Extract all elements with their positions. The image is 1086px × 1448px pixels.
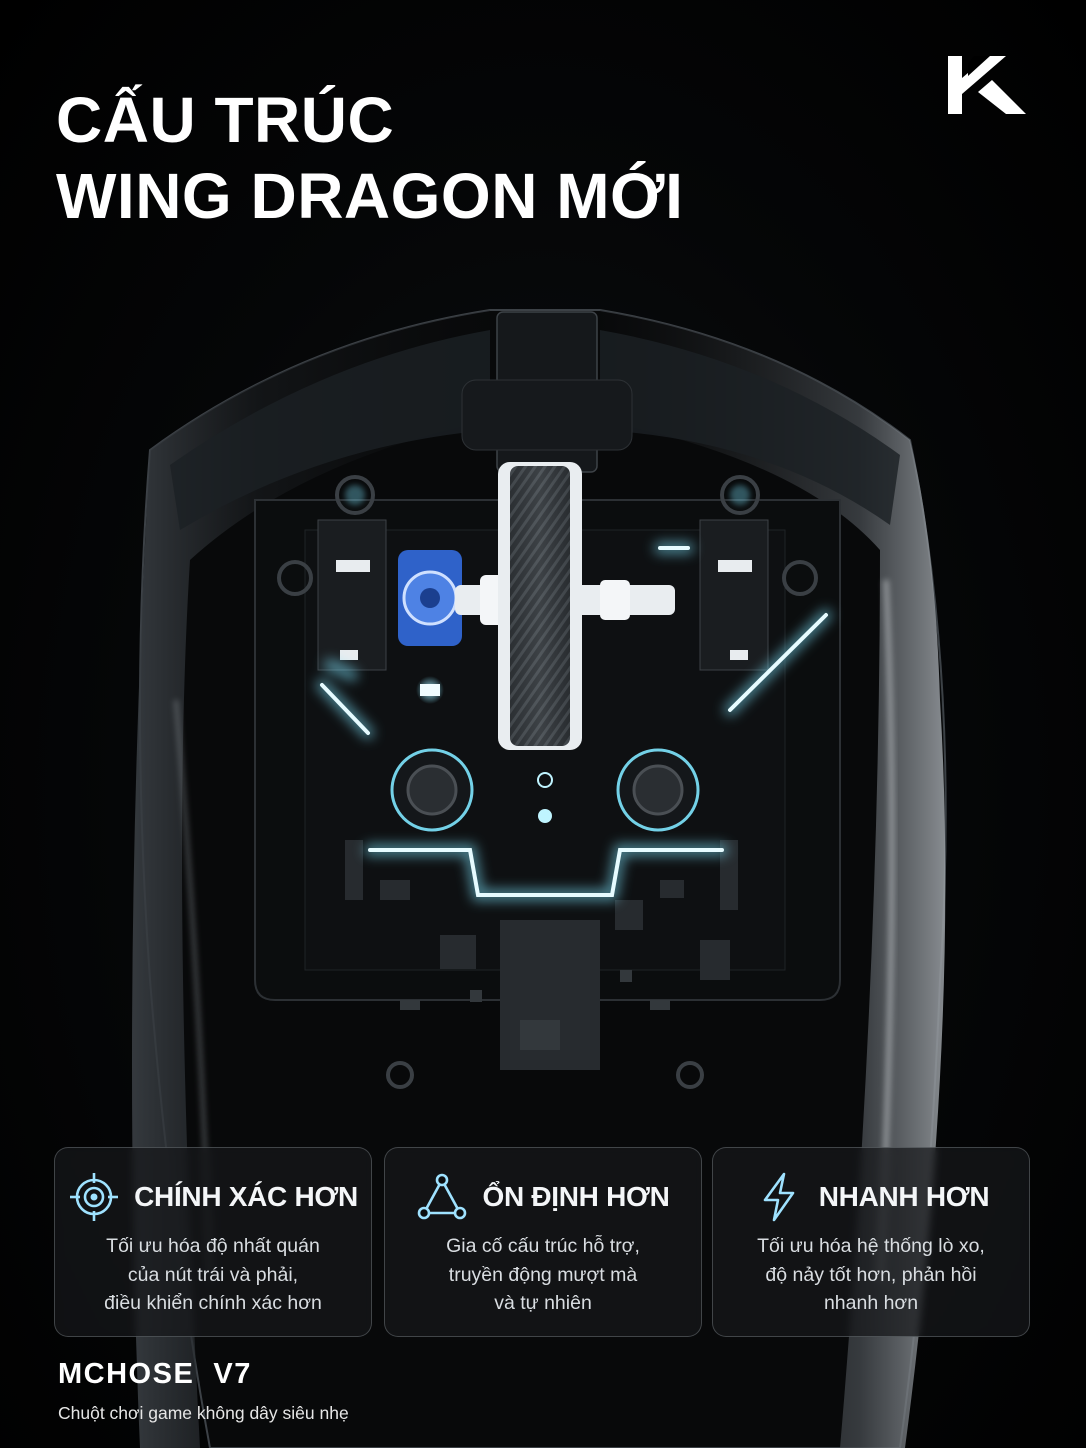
feature-title: CHÍNH XÁC HƠN	[134, 1181, 358, 1212]
feature-description: Tối ưu hóa hệ thống lò xo, độ nảy tốt hơ…	[725, 1232, 1017, 1318]
feature-desc-line: và tự nhiên	[494, 1292, 592, 1314]
feature-desc-line: Gia cố cấu trúc hỗ trợ,	[446, 1235, 640, 1257]
product-name: MCHOSE V7	[58, 1358, 252, 1390]
lightning-bolt-icon	[763, 1172, 795, 1222]
feature-desc-line: độ nảy tốt hơn, phản hồi	[765, 1263, 977, 1286]
feature-desc-line: Tối ưu hóa hệ thống lò xo,	[757, 1235, 985, 1257]
product-tagline: Chuột chơi game không dây siêu nhẹ	[58, 1403, 349, 1423]
feature-card-speed: NHANH HƠN Tối ưu hóa hệ thống lò xo, độ …	[712, 1147, 1030, 1337]
target-crosshair-icon	[70, 1173, 119, 1221]
triangle-nodes-icon	[418, 1173, 467, 1220]
feature-card-precision: CHÍNH XÁC HƠN Tối ưu hóa độ nhất quán củ…	[54, 1147, 372, 1337]
brand-k-logo-icon	[948, 56, 1026, 114]
feature-card-stability: ỔN ĐỊNH HƠN Gia cố cấu trúc hỗ trợ, truy…	[384, 1147, 702, 1337]
feature-desc-line: truyền động mượt mà	[448, 1263, 638, 1286]
feature-desc-line: nhanh hơn	[823, 1292, 919, 1314]
feature-description: Tối ưu hóa độ nhất quán của nút trái và …	[67, 1232, 359, 1318]
feature-desc-line: Tối ưu hóa độ nhất quán	[106, 1235, 320, 1257]
headline-line-2: WING DRAGON MỚI	[56, 160, 684, 232]
headline: CẤU TRÚC WING DRAGON MỚI	[56, 82, 683, 234]
feature-desc-line: điều khiển chính xác hơn	[104, 1292, 322, 1314]
feature-title: ỔN ĐỊNH HƠN	[482, 1181, 670, 1212]
feature-title: NHANH HƠN	[818, 1181, 990, 1212]
headline-line-1: CẤU TRÚC	[56, 84, 395, 156]
feature-description: Gia cố cấu trúc hỗ trợ, truyền động mượt…	[397, 1232, 689, 1318]
feature-desc-line: của nút trái và phải,	[127, 1263, 299, 1286]
